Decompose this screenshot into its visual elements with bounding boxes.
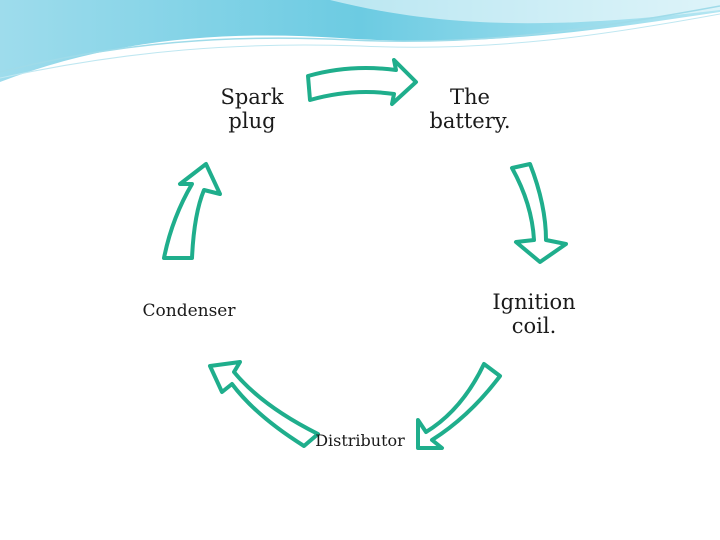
node-spark-plug: Spark plug [220, 85, 284, 133]
arrow-battery-to-ignition [510, 162, 568, 264]
header-wave-line [0, 13, 720, 79]
node-battery: The battery. [429, 85, 511, 133]
node-condenser: Condenser [142, 301, 236, 321]
arrow-distributor-to-condenser [208, 360, 320, 448]
header-band-highlight [330, 0, 720, 24]
node-distributor: Distributor [315, 431, 405, 450]
header-wave-line [0, 5, 720, 73]
arrow-condenser-to-spark [162, 162, 222, 260]
arrow-spark-to-battery [306, 58, 418, 106]
arrow-ignition-to-distributor [416, 362, 502, 450]
node-ignition-coil: Ignition coil. [492, 290, 576, 338]
